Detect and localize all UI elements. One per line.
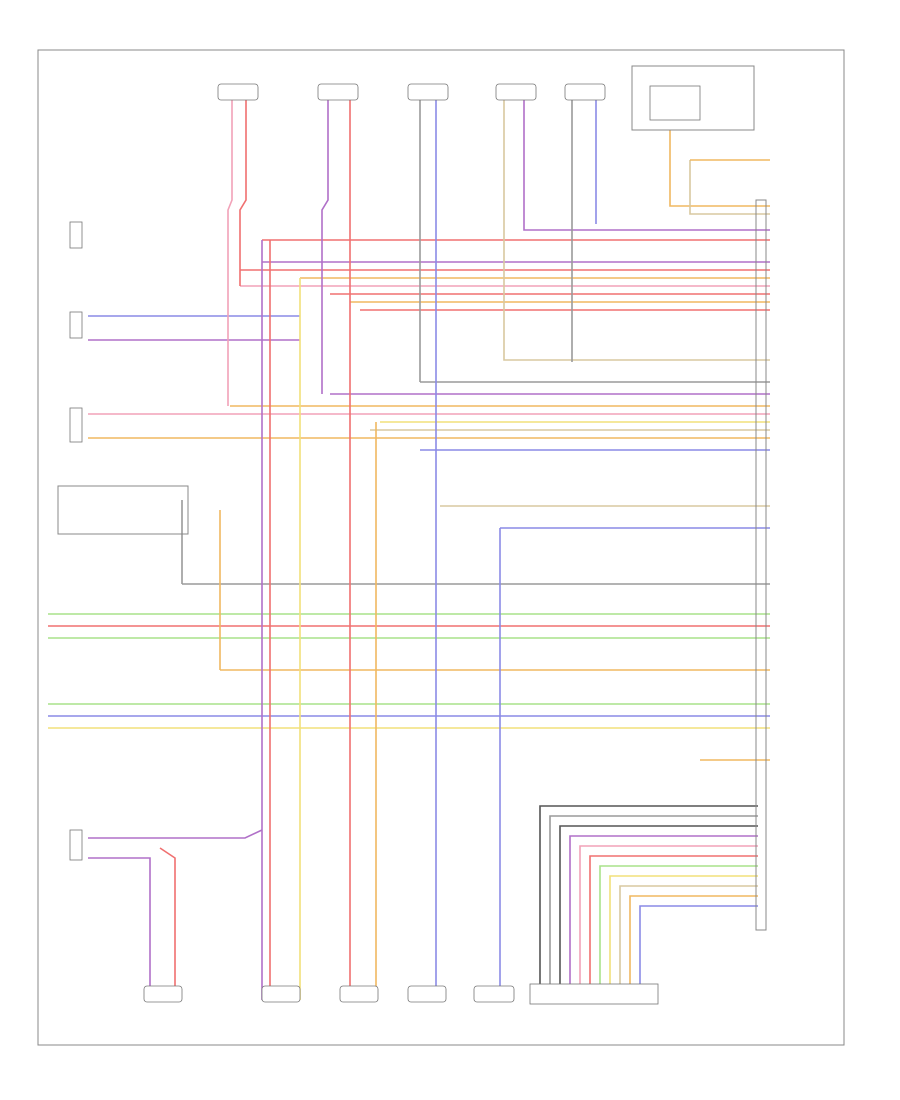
diagram-frame bbox=[37, 49, 845, 1046]
wire-fan-5 bbox=[579, 845, 758, 984]
bottom-connector bbox=[529, 983, 659, 1005]
wire-v-5 bbox=[321, 100, 329, 394]
bottom-speaker-2 bbox=[261, 985, 301, 1003]
bottom-speaker-4 bbox=[407, 985, 447, 1003]
top-speaker-2 bbox=[317, 83, 359, 101]
wire-v-9 bbox=[503, 100, 770, 361]
wire-relay-2 bbox=[689, 160, 770, 215]
wire-fan-6 bbox=[589, 855, 758, 984]
wire-fan-1 bbox=[539, 805, 758, 984]
bottom-speaker-1 bbox=[143, 985, 183, 1003]
wire-v-2 bbox=[239, 100, 247, 286]
wire-v-10 bbox=[523, 100, 770, 231]
left-tweeter-2 bbox=[69, 311, 83, 339]
wire-fan-8 bbox=[609, 875, 758, 984]
wire-fan-7 bbox=[599, 865, 758, 984]
left-tweeter-1 bbox=[69, 221, 83, 249]
wire-fan-10 bbox=[629, 895, 758, 984]
wire-fan-3 bbox=[559, 825, 758, 984]
amplifier-block bbox=[755, 199, 767, 931]
wire-fan-11 bbox=[639, 905, 758, 984]
top-speaker-4 bbox=[495, 83, 537, 101]
wire-fan-2 bbox=[549, 815, 758, 984]
wire-relay-1 bbox=[669, 130, 770, 207]
top-speaker-3 bbox=[407, 83, 449, 101]
relay-box bbox=[631, 65, 755, 131]
wire-layer bbox=[48, 100, 770, 1000]
top-speaker-1 bbox=[217, 83, 259, 101]
wire-bl-1 bbox=[88, 829, 263, 839]
bottom-speaker-3 bbox=[339, 985, 379, 1003]
left-tweeter-3 bbox=[69, 407, 83, 443]
top-speaker-5 bbox=[564, 83, 606, 101]
wire-fan-9 bbox=[619, 885, 758, 984]
bottom-speaker-5 bbox=[473, 985, 515, 1003]
left-sensor bbox=[57, 485, 189, 535]
left-tweeter-4 bbox=[69, 829, 83, 861]
wire-v-1 bbox=[227, 100, 233, 406]
wire-bl-3 bbox=[159, 847, 176, 986]
wire-bl-2 bbox=[88, 857, 151, 986]
wire-fan-4 bbox=[569, 835, 758, 984]
